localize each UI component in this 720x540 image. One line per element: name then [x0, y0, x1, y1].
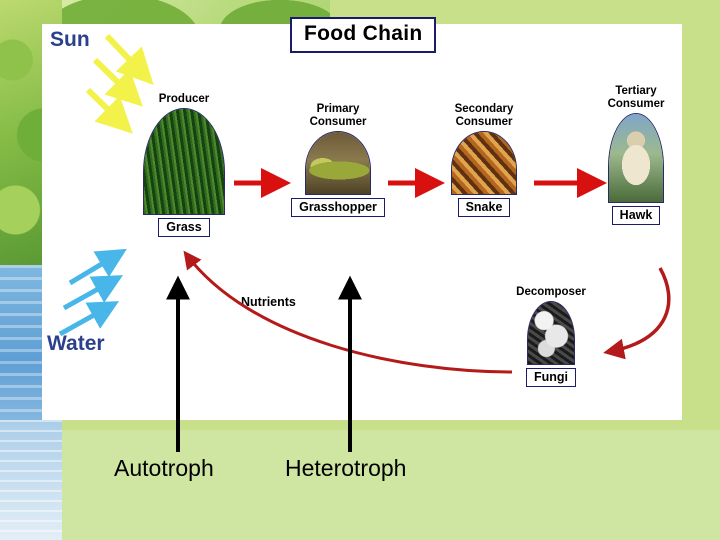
node-name-box: Fungi: [525, 368, 576, 388]
node-name-box: Grasshopper: [291, 198, 385, 218]
node-role-label: Decomposer: [516, 286, 586, 298]
fungi-thumbnail: [527, 301, 575, 366]
node-role-label: Secondary Consumer: [454, 103, 514, 129]
node-role-label: Producer: [158, 93, 210, 105]
node-decomposer: Decomposer Fungi: [505, 286, 597, 388]
nutrients-label: Nutrients: [241, 295, 296, 309]
grasshopper-thumbnail: [305, 131, 371, 196]
snake-thumbnail: [451, 131, 517, 196]
grass-thumbnail: [143, 108, 225, 216]
node-name-box: Snake: [457, 198, 511, 218]
hawk-thumbnail: [608, 113, 664, 204]
node-producer: Producer Grass: [138, 93, 230, 238]
node-name-box: Hawk: [611, 206, 661, 226]
background-water-lower: [0, 420, 62, 540]
background-bottom-band: [62, 430, 720, 540]
node-name-box: Grass: [158, 218, 210, 238]
diagram-title-box: Food Chain: [290, 17, 437, 53]
node-tertiary-consumer: Tertiary Consumer Hawk: [592, 85, 680, 226]
sun-label: Sun: [50, 28, 90, 51]
callout-heterotroph: Heterotroph: [285, 455, 407, 481]
node-role-label: Primary Consumer: [309, 103, 367, 129]
node-primary-consumer: Primary Consumer Grasshopper: [286, 103, 390, 218]
node-secondary-consumer: Secondary Consumer Snake: [440, 103, 528, 218]
water-label: Water: [47, 332, 105, 355]
node-role-label: Tertiary Consumer: [607, 85, 665, 111]
callout-autotroph: Autotroph: [114, 455, 214, 481]
page-title: Food Chain: [304, 22, 423, 45]
